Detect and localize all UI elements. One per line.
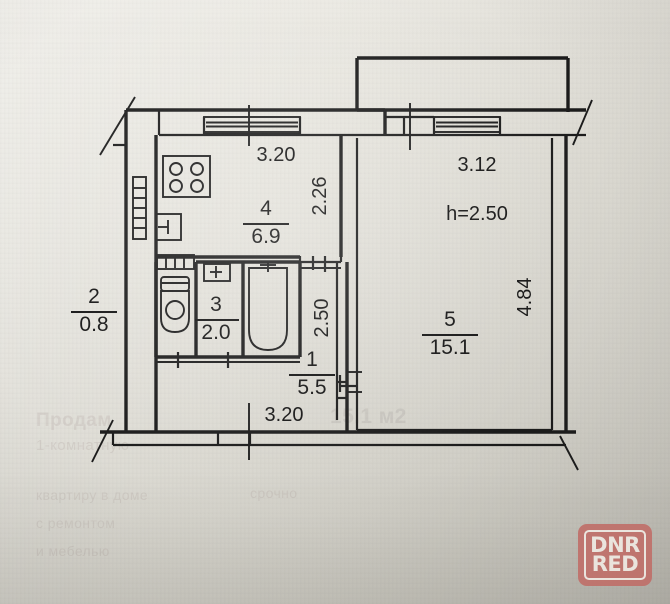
room-area: 5.5 [297, 376, 326, 399]
dimension-overall-bottom: 3.20 [265, 404, 304, 426]
dimension-ceiling-height: h=2.50 [446, 203, 508, 225]
room-area: 6.9 [251, 225, 280, 248]
room-number: 4 [260, 197, 272, 220]
room-label-corridor: 1 5.5 [289, 348, 335, 399]
room-number: 3 [210, 293, 222, 316]
room-number: 2 [88, 285, 100, 308]
dimension-kitchen-width: 3.20 [257, 144, 296, 166]
dimension-kitchen-depth: 2.26 [309, 177, 331, 216]
room-label-kitchen: 4 6.9 [243, 197, 289, 248]
room-label-living-room: 5 15.1 [422, 308, 478, 359]
room-label-balcony: 2 0.8 [71, 285, 117, 336]
dimension-corridor-length: 2.50 [311, 299, 333, 338]
room-area: 15.1 [430, 336, 471, 359]
dimension-living-width: 3.12 [458, 154, 497, 176]
room-number: 1 [306, 348, 318, 371]
room-number: 5 [444, 308, 456, 331]
room-area: 0.8 [79, 313, 108, 336]
dnr-red-watermark: DNR RED [578, 524, 652, 586]
dimension-living-depth: 4.84 [514, 278, 536, 317]
watermark-line-2: RED [591, 552, 639, 576]
watermark-line-1: DNR [590, 532, 640, 557]
room-label-toilet: 3 2.0 [195, 293, 239, 344]
room-area: 2.0 [201, 321, 230, 344]
